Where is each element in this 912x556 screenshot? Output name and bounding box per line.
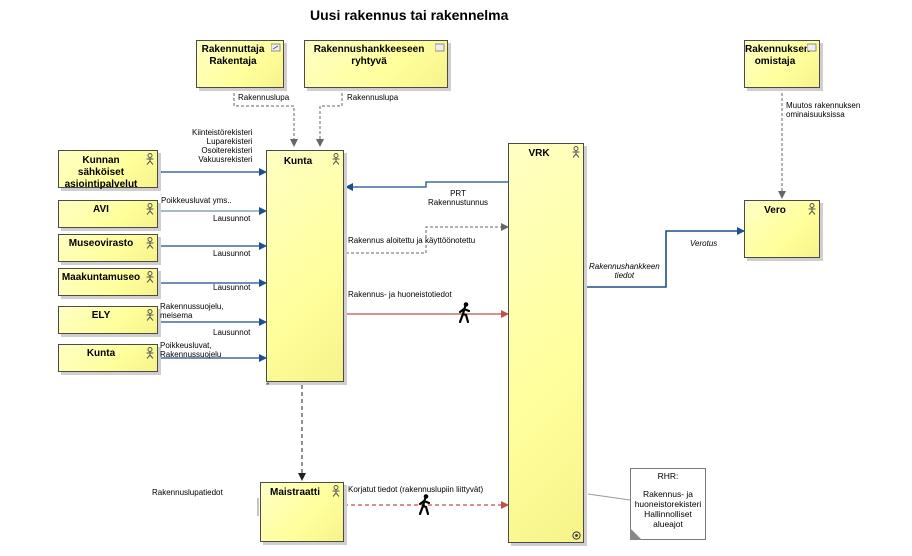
actor-sahkoiset[interactable]: Kunnan sähköiset asiointipalvelut	[58, 150, 158, 190]
actor-label: Museovirasto	[68, 238, 134, 249]
rhr-note: RHR: Rakennus- ja huoneistorekisteri Hal…	[630, 468, 706, 540]
actor-icon	[146, 309, 154, 321]
flow-vrk-vero	[586, 227, 745, 288]
actor-kunta-small[interactable]: Kunta	[58, 344, 158, 372]
label-lausunnot-3: Lausunnot	[213, 283, 251, 292]
label-poikkeusluvat-suojelu: Poikkeusluvat, Rakennussuojelu	[160, 341, 222, 359]
actor-avi[interactable]: AVI	[58, 200, 158, 228]
label-lausunnot-4: Lausunnot	[213, 328, 251, 337]
label-prt: PRT Rakennustunnus	[428, 189, 489, 207]
actor-label: VRK	[528, 148, 550, 159]
actor-label: Maakuntamuseo	[61, 272, 141, 283]
actor-icon	[146, 347, 154, 359]
actor-icon	[332, 153, 340, 165]
label-muutos: Muutos rakennuksen ominaisuuksissa	[786, 101, 861, 119]
actor-icon	[146, 271, 154, 283]
label-korjatut: Korjatut tiedot (rakennuslupiin liittyvä…	[348, 485, 484, 494]
label-huoneistotiedot: Rakennus- ja huoneistotiedot	[348, 290, 452, 299]
actor-icon	[146, 153, 154, 165]
actor-label: AVI	[93, 204, 109, 215]
running-figure-icon	[418, 494, 431, 516]
actor-museovirasto[interactable]: Museovirasto	[58, 234, 158, 262]
actor-label: Kunta	[283, 156, 313, 167]
actor-ely[interactable]: ELY	[58, 306, 158, 334]
note-fold-icon	[630, 528, 642, 540]
flow-rakennuttaja-kunta	[233, 88, 298, 147]
actor-label: Vero	[764, 205, 786, 216]
label-poikkeusluvat-yms: Poikkeusluvat yms..	[161, 196, 232, 205]
actor-omistaja[interactable]: Rakennuksen omistaja	[744, 40, 820, 88]
diagram-title: Uusi rakennus tai rakennelma	[310, 7, 509, 23]
actor-kunta[interactable]: Kunta	[266, 150, 344, 382]
actor-label: Kunta	[86, 348, 116, 359]
flow-aloitettu	[346, 223, 509, 254]
running-figure-icon	[458, 302, 471, 324]
actor-icon	[572, 146, 580, 158]
label-lupatiedot: Rakennuslupatiedot	[152, 488, 223, 497]
note-title: RHR:	[657, 471, 679, 481]
actor-icon	[808, 203, 816, 215]
label-lausunnot-2: Lausunnot	[213, 249, 251, 258]
label-aloitettu: Rakennus aloitettu ja käyttöönotettu	[348, 236, 476, 245]
label-verotus: Verotus	[690, 239, 718, 248]
actor-maakuntamuseo[interactable]: Maakuntamuseo	[58, 268, 158, 296]
actor-rakennuttaja[interactable]: Rakennuttaja Rakentaja	[196, 40, 284, 88]
actor-vero[interactable]: Vero	[744, 200, 820, 258]
expand-icon[interactable]	[572, 531, 581, 540]
label-hanketiedot: Rakennushankkeen tiedot	[589, 262, 660, 280]
actor-icon	[146, 203, 154, 215]
label-rakennuslupa-1: Rakennuslupa	[238, 93, 290, 102]
actor-icon	[271, 43, 281, 52]
actor-label: Rakennuttaja Rakentaja	[201, 44, 265, 67]
actor-icon	[435, 43, 445, 52]
actor-label: Maistraatti	[269, 487, 320, 498]
label-registers: Kiinteistörekisteri Luparekisteri Osoite…	[192, 128, 253, 164]
label-lausunnot-1: Lausunnot	[213, 214, 251, 223]
actor-label: ELY	[91, 310, 111, 321]
label-rakennuslupa-2: Rakennuslupa	[347, 93, 399, 102]
flow-vrk-kunta	[345, 181, 508, 191]
actor-icon	[807, 43, 817, 52]
actor-label: Rakennushankkeeseen ryhtyvä	[313, 44, 425, 67]
actor-vrk[interactable]: VRK	[508, 143, 584, 543]
actor-maistraatti[interactable]: Maistraatti	[260, 482, 344, 542]
actor-hanke[interactable]: Rakennushankkeeseen ryhtyvä	[304, 40, 448, 88]
flow-hanke-kunta	[316, 88, 343, 147]
actor-icon	[332, 485, 340, 497]
actor-label: Rakennuksen omistaja	[745, 44, 811, 67]
label-rakennussuojelu-merisma: Rakennussuojelu, meisema	[160, 302, 224, 320]
actor-icon	[146, 237, 154, 249]
note-connector	[587, 493, 631, 501]
actor-label: Kunnan sähköiset asiointipalvelut	[64, 155, 138, 190]
note-body: Rakennus- ja huoneistorekisteri Hallinno…	[634, 489, 702, 529]
